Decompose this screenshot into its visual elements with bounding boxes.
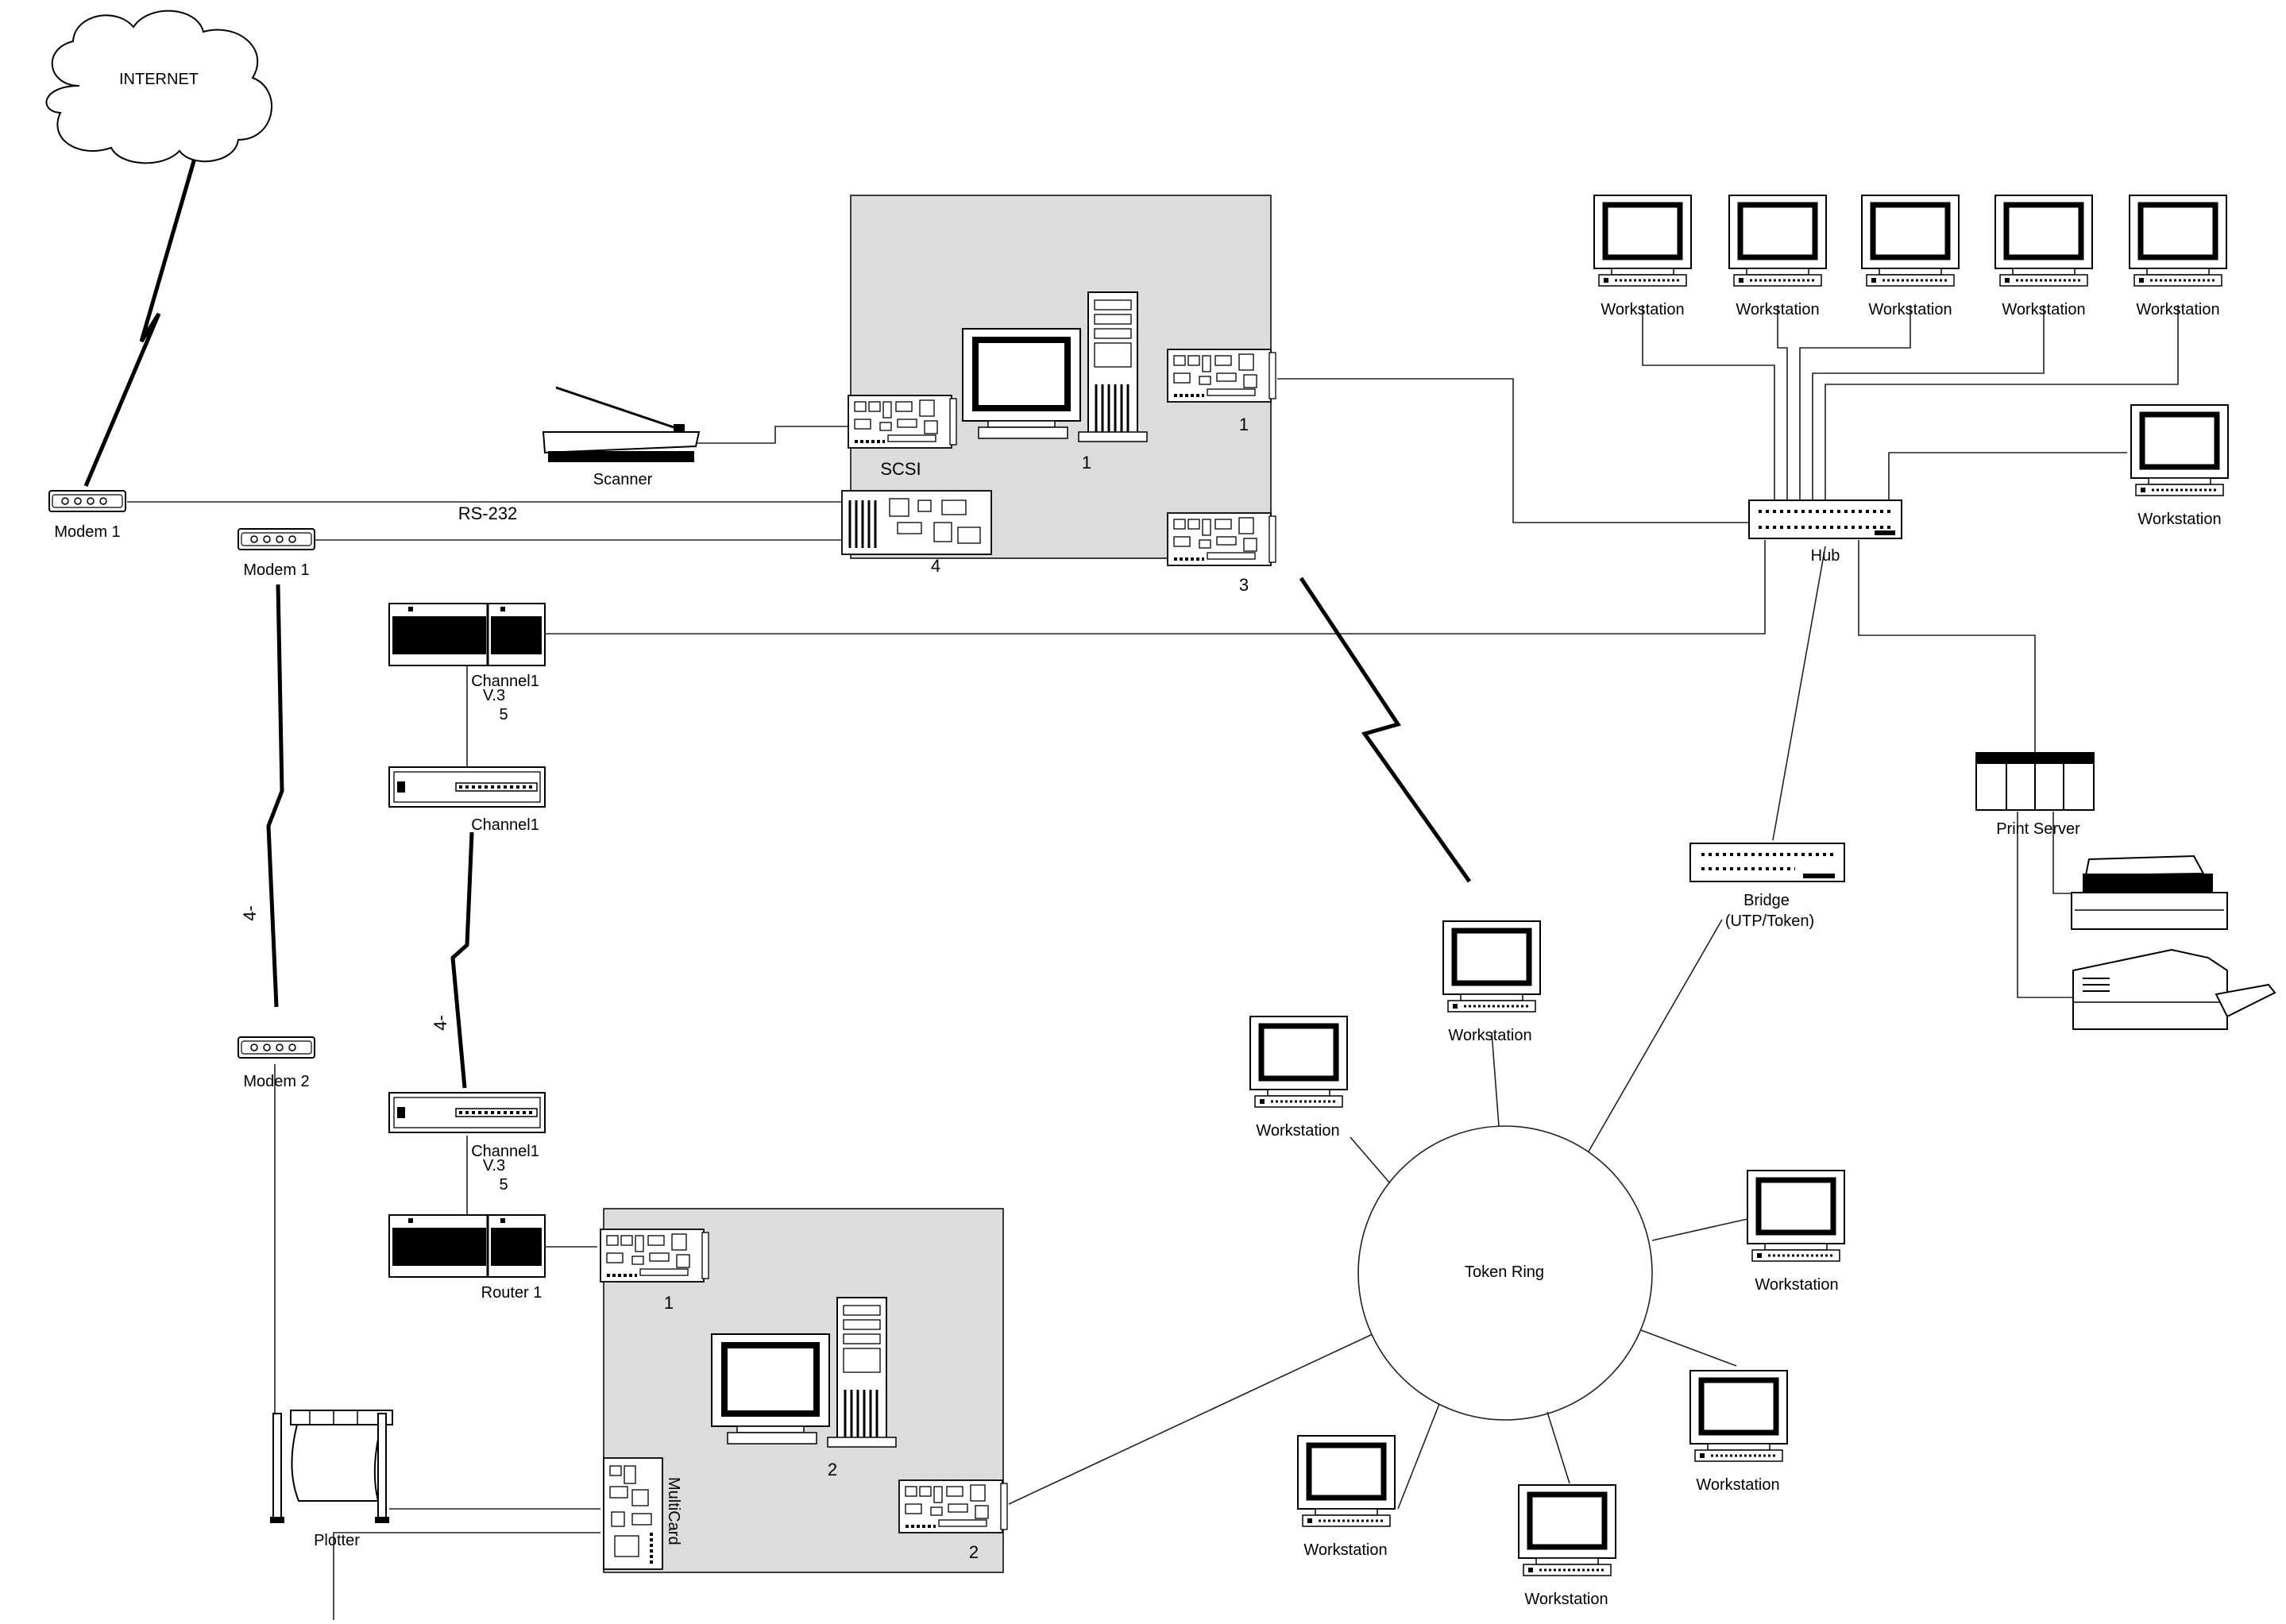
workstation-ring-top: Workstation: [1443, 921, 1540, 1044]
workstation-icon: [1594, 195, 1691, 286]
workstation-top-2: Workstation: [1729, 195, 1826, 318]
workstation-top-1: Workstation: [1594, 195, 1691, 318]
five-top-label: 5: [499, 706, 508, 723]
workstation-ring-right: Workstation: [1747, 1171, 1844, 1294]
rs232-label: RS-232: [458, 503, 518, 523]
v3-top-label: V.3: [483, 687, 505, 704]
server2-card1-number: 1: [664, 1293, 674, 1313]
workstation-icon: [1729, 195, 1826, 286]
workstation-label: Workstation: [1696, 1476, 1779, 1494]
workstation-label: Workstation: [1303, 1541, 1387, 1559]
network-card-icon: [1166, 348, 1277, 403]
network-card-icon: [898, 1479, 1009, 1534]
printer-icon: [2072, 948, 2276, 1030]
serial-card-icon: [841, 490, 992, 555]
print-server-icon: [1975, 752, 2095, 811]
workstation-ring-bottom-left: Workstation: [1298, 1436, 1395, 1559]
server-ring-wireless-link: [1299, 577, 1472, 883]
modem-top-label: Modem 1: [54, 523, 120, 541]
workstation-label: Workstation: [1755, 1276, 1838, 1294]
workstation-label: Workstation: [1256, 1122, 1339, 1140]
workstation-icon: [1250, 1016, 1347, 1107]
four-left-label: 4-: [240, 905, 260, 921]
card4-number: 4: [931, 556, 940, 576]
modem-icon: [237, 1036, 315, 1059]
workstation-label: Workstation: [2136, 301, 2219, 318]
bridge-label-1: Bridge: [1743, 892, 1790, 909]
multicard-label: MultiCard: [665, 1477, 682, 1545]
workstation-icon: [1298, 1436, 1395, 1526]
workstation-icon: [1519, 1485, 1616, 1576]
channel1-bottom-label: Channel1: [471, 1143, 539, 1160]
four-mid-label: 4-: [431, 1015, 450, 1031]
print-server-label: Print Server: [1996, 820, 2080, 838]
channel-wireless-link: [450, 831, 474, 1089]
channel1-top-label: Channel1: [471, 673, 539, 690]
v3-bottom-label: V.3: [483, 1157, 505, 1175]
five-bottom-label: 5: [499, 1176, 508, 1194]
modem-wireless-link: [266, 584, 284, 1008]
scsi-card-icon: [847, 394, 958, 449]
internet-label: INTERNET: [119, 71, 199, 88]
workstation-icon: [1690, 1371, 1787, 1461]
server2-number: 2: [828, 1460, 837, 1479]
card3-number: 3: [1239, 575, 1249, 595]
cloud-icon: [45, 10, 272, 164]
workstation-ring-left: Workstation: [1250, 1016, 1347, 1140]
workstation-ring-lower-right: Workstation: [1690, 1371, 1787, 1494]
workstation-icon: [1862, 195, 1959, 286]
bridge-icon: [1689, 843, 1845, 882]
network-card-icon: [1166, 511, 1277, 567]
connections: [127, 305, 2179, 1620]
workstation-icon: [1747, 1171, 1844, 1261]
modem-bottom-label: Modem 2: [243, 1073, 309, 1090]
scanner-label: Scanner: [593, 471, 653, 488]
workstation-top-3: Workstation: [1862, 195, 1959, 318]
channel-unit-icon: [388, 766, 546, 808]
workstation-label: Workstation: [2137, 511, 2221, 528]
workstation-top-5: Workstation: [2130, 195, 2226, 318]
workstation-label: Workstation: [1601, 301, 1684, 318]
workstation-icon: [2131, 405, 2228, 496]
modem-left-label: Modem 1: [243, 561, 309, 579]
workstation-label: Workstation: [1448, 1027, 1531, 1044]
router1-label: Router 1: [481, 1284, 543, 1302]
router-icon: [388, 602, 546, 667]
scanner-icon: [542, 386, 701, 462]
card1-number: 1: [1239, 415, 1249, 434]
workstation-icon: [1443, 921, 1540, 1012]
workstation-right: Workstation: [2131, 405, 2228, 528]
scsi-label: SCSI: [880, 459, 921, 479]
workstation-label: Workstation: [2002, 301, 2085, 318]
workstation-top-4: Workstation: [1995, 195, 2092, 318]
token-ring-label: Token Ring: [1465, 1263, 1544, 1281]
plotter-label: Plotter: [314, 1532, 360, 1549]
printer-icon: [2071, 854, 2228, 930]
server2-card2-number: 2: [969, 1542, 979, 1562]
channel1-mid-label: Channel1: [471, 816, 539, 834]
workstation-label: Workstation: [1736, 301, 1819, 318]
modem-icon: [237, 528, 315, 550]
workstation-ring-bottom: Workstation: [1519, 1485, 1616, 1608]
modem-icon: [48, 490, 126, 512]
network-card-icon: [599, 1228, 710, 1283]
workstation-icon: [2130, 195, 2226, 286]
internet-wireless-link: [83, 155, 198, 487]
bridge-label-2: (UTP/Token): [1725, 912, 1814, 930]
workstation-label: Workstation: [1868, 301, 1952, 318]
hub-icon: [1748, 500, 1902, 539]
hub-label: Hub: [1811, 547, 1840, 565]
router-icon: [388, 1213, 546, 1279]
multicard-icon: [603, 1457, 663, 1570]
workstation-label: Workstation: [1524, 1591, 1608, 1608]
plotter-icon: [270, 1410, 393, 1523]
workstation-icon: [1995, 195, 2092, 286]
channel-unit-icon: [388, 1091, 546, 1134]
server1-number: 1: [1082, 453, 1091, 473]
